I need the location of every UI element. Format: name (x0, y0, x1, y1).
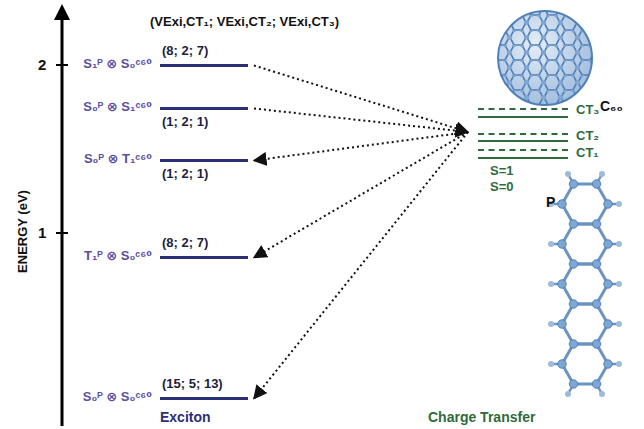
transition-arrow (254, 132, 468, 399)
hydrogen-atom (565, 171, 571, 177)
axis-arrowhead (54, 4, 70, 20)
coupling-values: (8; 2; 7) (162, 43, 208, 58)
exciton-level: T₁ᴾ ⊗ S₀ᶜ⁶⁰ (8; 2; 7) (66, 227, 252, 287)
triplet-ct-line (478, 133, 568, 135)
transition-arrow (254, 109, 468, 133)
carbon-atom (569, 380, 577, 388)
ct-state-label: CT₂ (576, 128, 599, 143)
axis-title: ENERGY (eV) (15, 190, 30, 273)
state-label: S₁ᴾ ⊗ S₀ᶜ⁶⁰ (83, 56, 152, 71)
transition-arrow (254, 132, 468, 258)
molecule-label: C₆₀ (600, 98, 623, 114)
singlet-ct-line (478, 140, 568, 142)
molecule-label: P (546, 194, 555, 210)
pentacene-molecule (548, 171, 622, 397)
spin-label: S=0 (490, 179, 514, 194)
ring (562, 184, 608, 224)
ct-state-label: CT₁ (576, 145, 599, 160)
carbon-atom (604, 240, 612, 248)
state-label: S₀ᴾ ⊗ T₁ᶜ⁶⁰ (84, 151, 152, 166)
coupling-values: (15; 5; 13) (162, 376, 223, 391)
spin-label: S=1 (490, 163, 514, 178)
carbon-atom (592, 380, 600, 388)
carbon-atom (558, 360, 566, 368)
coupling-values: (8; 2; 7) (162, 235, 208, 250)
hydrogen-atom (565, 391, 571, 397)
triplet-ct-line (478, 108, 568, 110)
carbon-atom (604, 360, 612, 368)
coupling-header: (VExi,CT₁; VExi,CT₂; VExi,CT₃) (150, 14, 339, 29)
energy-axis (61, 14, 64, 426)
energy-level-line (160, 107, 248, 110)
energy-level-line (160, 256, 248, 259)
hydrogen-atom (616, 321, 622, 327)
hydrogen-atom (616, 361, 622, 367)
carbon-atom (592, 260, 600, 268)
carbon-atom (592, 220, 600, 228)
hydrogen-atom (548, 241, 554, 247)
carbon-atom (604, 280, 612, 288)
axis-tick (56, 232, 68, 234)
axis-tick-label: 1 (38, 224, 46, 241)
column-label: Charge Transfer (428, 409, 535, 425)
singlet-ct-line (478, 157, 568, 159)
carbon-atom (558, 320, 566, 328)
energy-level-line (160, 397, 248, 400)
coupling-values: (1; 2; 1) (162, 166, 208, 181)
carbon-atom (569, 260, 577, 268)
carbon-atom (558, 200, 566, 208)
ring (562, 344, 608, 384)
axis-tick (56, 64, 68, 66)
exciton-level: S₀ᴾ ⊗ S₁ᶜ⁶⁰ (1; 2; 1) (66, 78, 252, 138)
carbon-atom (569, 340, 577, 348)
hydrogen-atom (548, 281, 554, 287)
fullerene-c60 (498, 11, 592, 105)
axis-tick-label: 2 (38, 56, 46, 73)
state-label: T₁ᴾ ⊗ S₀ᶜ⁶⁰ (84, 248, 152, 263)
ring (562, 304, 608, 344)
ct-state-label: CT₃ (576, 102, 599, 117)
transition-arrow (254, 132, 468, 161)
ring (562, 224, 608, 264)
carbon-atom (558, 280, 566, 288)
carbon-atom (592, 180, 600, 188)
hydrogen-atom (599, 391, 605, 397)
state-label: S₀ᴾ ⊗ S₀ᶜ⁶⁰ (83, 389, 152, 404)
singlet-ct-line (478, 116, 568, 118)
exciton-level: S₁ᴾ ⊗ S₀ᶜ⁶⁰ (8; 2; 7) (66, 35, 252, 95)
triplet-ct-line (478, 149, 568, 151)
state-label: S₀ᴾ ⊗ S₁ᶜ⁶⁰ (83, 99, 152, 114)
carbon-atom (592, 300, 600, 308)
transition-arrow (254, 66, 468, 133)
carbon-atom (604, 200, 612, 208)
carbon-atom (569, 180, 577, 188)
hydrogen-atom (548, 321, 554, 327)
exciton-level: S₀ᴾ ⊗ T₁ᶜ⁶⁰ (1; 2; 1) (66, 130, 252, 190)
hydrogen-atom (616, 241, 622, 247)
ring (562, 264, 608, 304)
hydrogen-atom (616, 281, 622, 287)
energy-level-line (160, 64, 248, 67)
hydrogen-atom (548, 361, 554, 367)
charge-transfer-levels: CT₃ CT₂ CT₁ S=1S=0 (472, 100, 622, 200)
carbon-atom (569, 300, 577, 308)
carbon-atom (604, 320, 612, 328)
carbon-atom (569, 220, 577, 228)
carbon-atom (592, 340, 600, 348)
carbon-atom (558, 240, 566, 248)
hydrogen-atom (599, 171, 605, 177)
exciton-level: S₀ᴾ ⊗ S₀ᶜ⁶⁰ (15; 5; 13) (66, 368, 252, 428)
column-label: Exciton (160, 409, 211, 425)
energy-level-line (160, 159, 248, 162)
hydrogen-atom (616, 201, 622, 207)
coupling-values: (1; 2; 1) (162, 114, 208, 129)
